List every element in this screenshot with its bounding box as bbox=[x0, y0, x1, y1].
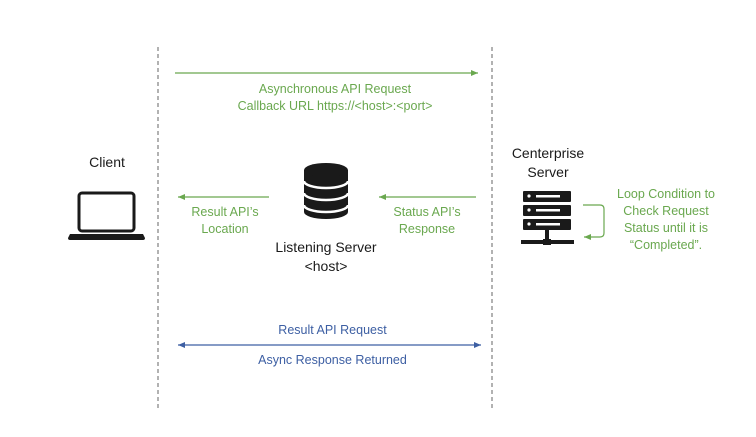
result-location-label: Result API’s Location bbox=[180, 204, 270, 238]
server-rack-icon bbox=[521, 191, 574, 245]
loop-condition-line2: Check Request bbox=[623, 204, 709, 218]
status-response-line1: Status API’s bbox=[393, 205, 461, 219]
listening-server-line1: Listening Server bbox=[275, 239, 377, 255]
listening-server-label: Listening Server <host> bbox=[266, 238, 386, 276]
database-icon bbox=[302, 163, 350, 219]
result-location-line2: Location bbox=[201, 222, 249, 236]
async-request-label: Asynchronous API Request Callback URL ht… bbox=[200, 81, 470, 115]
status-response-line2: Response bbox=[398, 222, 456, 236]
client-label: Client bbox=[89, 154, 125, 170]
loop-condition-line1: Loop Condition to bbox=[617, 187, 715, 201]
loop-condition-label: Loop Condition to Check Request Status u… bbox=[607, 186, 725, 254]
result-location-line1: Result API’s bbox=[191, 205, 259, 219]
async-request-line2: Callback URL https://<host>:<port> bbox=[237, 99, 433, 113]
laptop-icon bbox=[68, 191, 145, 240]
async-response-label: Async Response Returned bbox=[258, 353, 407, 367]
async-request-line1: Asynchronous API Request bbox=[258, 82, 412, 96]
centerprise-server-label: Centerprise Server bbox=[496, 144, 600, 182]
centerprise-server-line2: Server bbox=[527, 164, 569, 180]
status-response-label: Status API’s Response bbox=[382, 204, 472, 238]
centerprise-server-line1: Centerprise bbox=[511, 145, 585, 161]
loop-condition-line4: “Completed”. bbox=[629, 238, 703, 252]
listening-server-line2: <host> bbox=[304, 258, 348, 274]
loop-condition-line3: Status until it is bbox=[623, 221, 709, 235]
loop-arrow bbox=[583, 204, 605, 240]
result-request-label: Result API Request bbox=[278, 323, 387, 337]
